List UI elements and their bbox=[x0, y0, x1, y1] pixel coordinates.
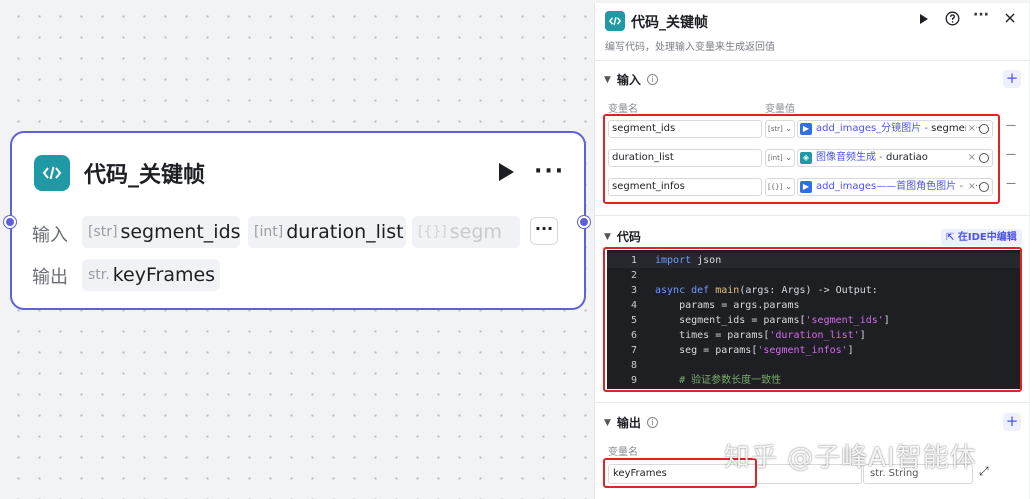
node-settings-panel: 代码_关键帧 ··· 编写代码，处理输入变量来生成返回值 ▼ 输入 i + 变量… bbox=[594, 3, 1030, 499]
line-number: 2 bbox=[630, 270, 637, 281]
input-section-header[interactable]: ▼ 输入 i bbox=[604, 71, 658, 88]
line-number: 3 bbox=[630, 285, 637, 296]
code-icon bbox=[605, 11, 625, 31]
highlight-box bbox=[603, 458, 757, 488]
node-input-chip: [str]segment_ids bbox=[82, 216, 240, 248]
chevron-down-icon[interactable]: ▼ bbox=[604, 74, 611, 85]
input-var-name[interactable]: segment_infos bbox=[608, 178, 762, 196]
type-select[interactable]: [int]⌄ bbox=[765, 149, 795, 167]
type-select[interactable]: [str]⌄ bbox=[765, 120, 795, 138]
code-node-card[interactable]: 代码_关键帧 ··· 输入 [str]segment_ids [int]dura… bbox=[4, 131, 590, 310]
column-header-name: 变量名 bbox=[608, 447, 638, 458]
node-output-label: 输出 bbox=[32, 267, 68, 288]
play-icon[interactable] bbox=[919, 13, 929, 29]
code-line: import json bbox=[655, 255, 722, 266]
node-source-icon: ▶ bbox=[800, 123, 812, 135]
clear-icon[interactable]: × bbox=[965, 121, 976, 137]
info-icon[interactable]: i bbox=[646, 74, 658, 85]
code-line: async def main(args: Args) -> Output: bbox=[655, 285, 878, 296]
divider bbox=[595, 60, 1030, 61]
input-var-name[interactable]: segment_ids bbox=[608, 120, 762, 138]
node-source-icon: ▶ bbox=[800, 181, 812, 193]
code-line: times = params['duration_list'] bbox=[655, 330, 866, 341]
settings-circle-icon[interactable] bbox=[979, 153, 989, 163]
variable-reference[interactable]: ◈ 图像音频生成 - duratiao × bbox=[797, 149, 993, 167]
panel-description: 编写代码，处理输入变量来生成返回值 bbox=[605, 42, 775, 53]
code-editor[interactable]: 1 import json 2 3 async def main(args: A… bbox=[607, 250, 1020, 389]
input-port[interactable] bbox=[4, 216, 16, 228]
info-icon[interactable]: i bbox=[646, 417, 658, 428]
more-inputs-button[interactable]: ··· bbox=[530, 217, 558, 245]
edit-in-ide-button[interactable]: ⇱ 在IDE中编辑 bbox=[941, 229, 1022, 246]
chevron-down-icon[interactable]: ▼ bbox=[604, 417, 611, 428]
code-icon bbox=[34, 155, 70, 191]
node-title: 代码_关键帧 bbox=[84, 163, 206, 188]
settings-circle-icon[interactable] bbox=[979, 124, 989, 134]
code-line: # 验证参数长度一致性 bbox=[655, 375, 782, 386]
input-var-name[interactable]: duration_list bbox=[608, 149, 762, 167]
divider bbox=[595, 215, 1030, 216]
add-output-button[interactable]: + bbox=[1003, 413, 1021, 431]
add-input-button[interactable]: + bbox=[1003, 70, 1021, 88]
column-header-name: 变量名 bbox=[608, 104, 638, 115]
output-var-name[interactable]: keyFrames bbox=[608, 464, 862, 484]
variable-reference[interactable]: ▶ add_images_分镜图片 - segmen··· × bbox=[797, 120, 993, 138]
settings-circle-icon[interactable] bbox=[979, 182, 989, 192]
divider bbox=[595, 402, 1030, 403]
watermark: 知乎 @子峰AI智能体 bbox=[724, 443, 977, 473]
code-line: seg = params['segment_infos'] bbox=[655, 345, 854, 356]
node-input-chip: [int]duration_list bbox=[248, 216, 406, 248]
panel-title: 代码_关键帧 bbox=[631, 15, 708, 31]
remove-row-icon[interactable]: — bbox=[1006, 178, 1016, 189]
output-port[interactable] bbox=[578, 216, 590, 228]
chevron-down-icon[interactable]: ▼ bbox=[604, 231, 611, 242]
node-source-icon: ◈ bbox=[800, 152, 812, 164]
highlight-box bbox=[603, 247, 1022, 392]
code-section-header[interactable]: ▼ 代码 bbox=[604, 230, 641, 244]
help-icon[interactable] bbox=[945, 11, 960, 30]
node-input-chip: [{}]segm bbox=[412, 216, 520, 248]
more-icon[interactable]: ··· bbox=[534, 159, 566, 184]
line-number: 6 bbox=[630, 330, 637, 341]
code-line: segment_ids = params['segment_ids'] bbox=[655, 315, 890, 326]
line-number: 7 bbox=[630, 345, 637, 356]
output-section-header[interactable]: ▼ 输出 i bbox=[604, 414, 658, 431]
more-icon[interactable]: ··· bbox=[973, 7, 989, 23]
output-type-select[interactable]: str. String bbox=[863, 464, 973, 484]
line-number: 4 bbox=[630, 300, 637, 311]
line-number: 1 bbox=[630, 255, 637, 266]
clear-icon[interactable]: × bbox=[965, 150, 976, 166]
clear-icon[interactable]: × bbox=[965, 179, 976, 195]
remove-row-icon[interactable]: — bbox=[1006, 149, 1016, 160]
column-header-value: 变量值 bbox=[765, 104, 795, 115]
node-input-label: 输入 bbox=[32, 225, 68, 246]
close-icon[interactable] bbox=[1004, 12, 1016, 28]
variable-reference[interactable]: ▶ add_images——首图角色图片 - s··· × bbox=[797, 178, 993, 196]
highlight-box bbox=[603, 114, 1000, 204]
type-select[interactable]: [{}]⌄ bbox=[765, 178, 795, 196]
line-number: 9 bbox=[630, 375, 637, 386]
node-output-chip: str.keyFrames bbox=[82, 259, 220, 291]
remove-row-icon[interactable]: — bbox=[1006, 120, 1016, 131]
expand-icon[interactable]: ⤢ bbox=[979, 464, 989, 478]
code-line: params = args.params bbox=[655, 300, 800, 311]
play-icon[interactable] bbox=[497, 162, 515, 186]
line-number: 8 bbox=[630, 360, 637, 371]
active-line bbox=[607, 253, 1020, 268]
line-number: 5 bbox=[630, 315, 637, 326]
